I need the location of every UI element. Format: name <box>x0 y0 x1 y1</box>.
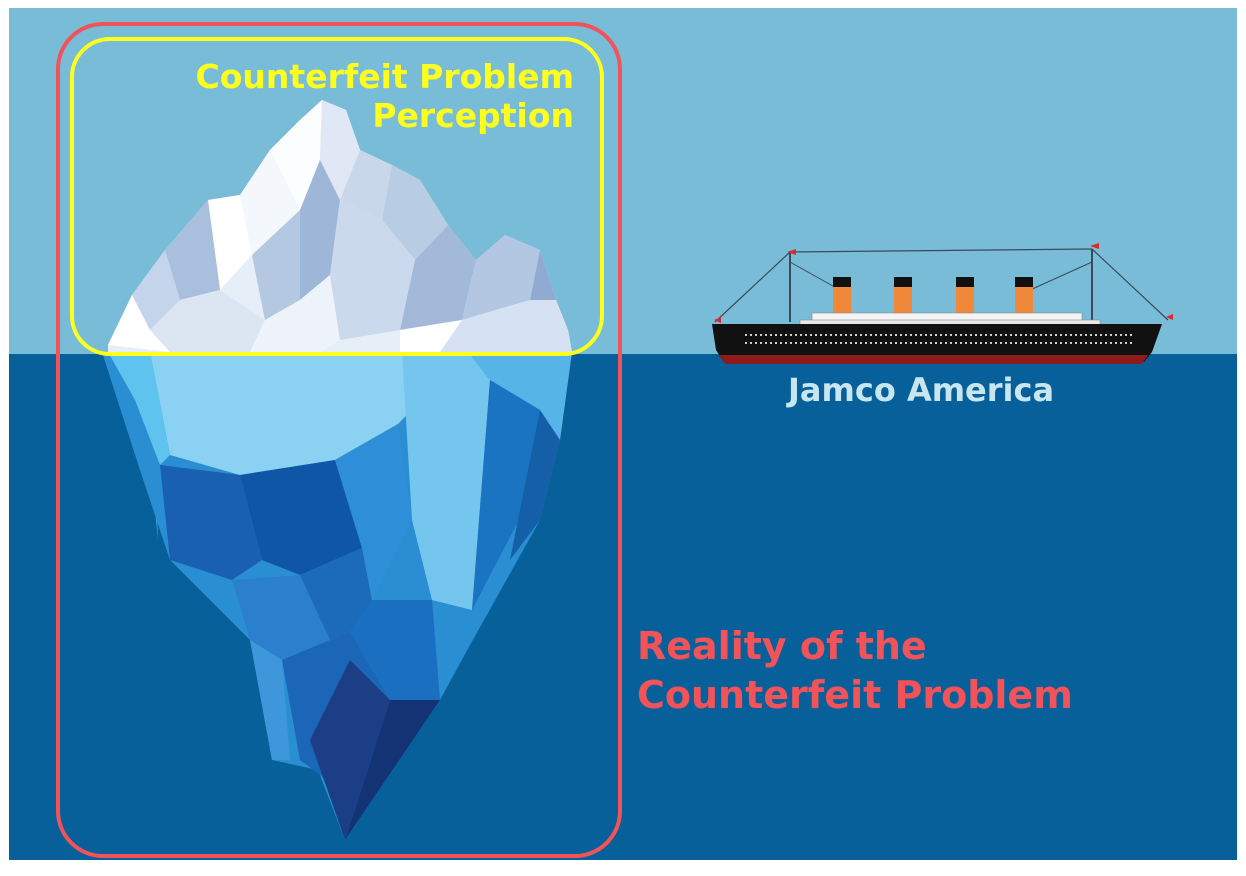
ship-icon <box>712 243 1173 364</box>
reality-box <box>56 22 622 858</box>
ship-label: Jamco America <box>788 371 1055 409</box>
iceberg-illustration <box>102 100 572 840</box>
reality-label-line2: Counterfeit Problem <box>637 672 1073 717</box>
reality-label: Reality of the Counterfeit Problem <box>637 622 1197 719</box>
perception-box <box>70 37 604 356</box>
reality-label-line1: Reality of the <box>637 624 927 668</box>
perception-label: Counterfeit Problem Perception <box>195 57 574 135</box>
